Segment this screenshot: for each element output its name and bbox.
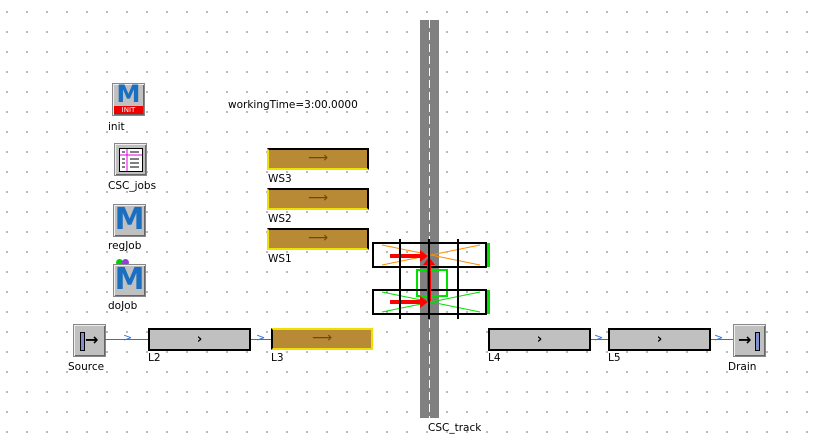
csc-jobs-table[interactable]: [114, 143, 147, 176]
arrow-icon: ⟶: [307, 150, 329, 166]
l2-conveyor[interactable]: ›: [148, 328, 251, 351]
connector[interactable]: [251, 339, 271, 340]
l5-label: L5: [608, 352, 621, 364]
status-dot-icon: [116, 259, 123, 266]
regjob-method[interactable]: M: [113, 204, 146, 237]
connector-arrow-icon: >: [123, 331, 133, 344]
csc-jobs-label: CSC_jobs: [108, 180, 157, 192]
l4-conveyor[interactable]: ›: [488, 328, 591, 351]
source-icon: [80, 332, 85, 351]
connector[interactable]: [591, 339, 608, 340]
connector[interactable]: [105, 339, 148, 340]
dojob-label: doJob: [108, 300, 138, 312]
status-dot-icon: [122, 259, 129, 266]
l2-label: L2: [148, 352, 161, 364]
drain-object[interactable]: →: [733, 324, 766, 357]
table-icon: [119, 148, 143, 172]
l5-conveyor[interactable]: ›: [608, 328, 711, 351]
csc-track[interactable]: [420, 20, 439, 418]
ws3-station[interactable]: ⟶: [267, 148, 369, 170]
ws2-label: WS2: [268, 213, 292, 225]
drain-label: Drain: [728, 361, 757, 373]
crane-icon[interactable]: [370, 235, 492, 321]
ws1-label: WS1: [268, 253, 292, 265]
method-icon: M: [114, 202, 145, 237]
chevron-icon: ›: [656, 332, 663, 347]
ws3-label: WS3: [268, 173, 292, 185]
chevron-icon: ›: [196, 332, 203, 347]
arrow-icon: ⟶: [307, 230, 329, 246]
regjob-label: regJob: [108, 240, 142, 252]
connector-arrow-icon: >: [594, 331, 604, 344]
drain-icon: [755, 332, 760, 351]
arrow-right-icon: →: [738, 330, 752, 349]
l3-station[interactable]: ⟶: [271, 328, 373, 350]
source-object[interactable]: →: [73, 324, 106, 357]
arrow-right-icon: →: [85, 330, 99, 349]
ws1-station[interactable]: ⟶: [267, 228, 369, 250]
connector[interactable]: [711, 339, 733, 340]
init-method[interactable]: M INIT: [112, 80, 145, 116]
dojob-method[interactable]: M: [113, 264, 146, 297]
chevron-icon: ›: [536, 332, 543, 347]
working-time-variable[interactable]: workingTime=3:00.0000: [228, 99, 358, 111]
method-icon: M: [114, 262, 145, 297]
init-label: init: [108, 121, 125, 133]
track-label: CSC_track: [428, 422, 482, 434]
track-divider: [429, 20, 430, 418]
init-badge: INIT: [114, 106, 143, 114]
source-label: Source: [68, 361, 105, 373]
connector-arrow-icon: >: [256, 331, 266, 344]
arrow-icon: ⟶: [307, 190, 329, 206]
connector-arrow-icon: >: [714, 331, 724, 344]
arrow-icon: ⟶: [311, 330, 333, 346]
l3-label: L3: [271, 352, 284, 364]
l4-label: L4: [488, 352, 501, 364]
ws2-station[interactable]: ⟶: [267, 188, 369, 210]
method-icon: M: [116, 80, 141, 108]
